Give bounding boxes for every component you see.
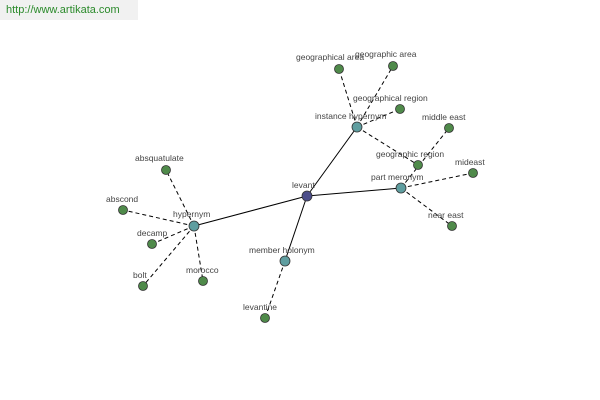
node-layer: levant instance hypernym part meronym hyper…: [106, 49, 485, 323]
edge-hypernym-decamp: [151, 225, 195, 245]
node-marker-mideast[interactable]: [468, 168, 478, 178]
node-label-instance-hypernym: instance hypernym: [315, 111, 386, 121]
node-label-mideast: mideast: [455, 157, 485, 167]
edge-hypernym-abscond: [122, 209, 195, 227]
edge-levant-hypernym: [193, 195, 308, 227]
node-middle-east[interactable]: middle east: [422, 112, 466, 133]
edge-levant-part-meronym: [306, 187, 402, 197]
edge-part-meronym-middle-east: [400, 127, 450, 189]
node-decamp[interactable]: decamp: [137, 228, 168, 249]
node-label-levant: levant: [292, 180, 315, 190]
node-marker-member-holonym[interactable]: [279, 255, 291, 267]
node-morocco[interactable]: morocco: [186, 265, 219, 286]
edge-instance-hypernym-geographical-region: [356, 108, 401, 128]
node-label-near-east: near east: [428, 210, 464, 220]
node-marker-decamp[interactable]: [147, 239, 157, 249]
node-label-geographical-area: geographical area: [296, 52, 364, 62]
node-geographical-area[interactable]: geographical area: [296, 52, 364, 74]
node-marker-near-east[interactable]: [447, 221, 457, 231]
node-geographical-region[interactable]: geographical region: [353, 93, 428, 114]
edge-hypernym-bolt: [142, 225, 195, 287]
node-marker-geographic-region[interactable]: [413, 160, 423, 170]
edge-part-meronym-near-east: [400, 187, 453, 227]
node-marker-absquatulate[interactable]: [161, 165, 171, 175]
node-label-geographical-region: geographical region: [353, 93, 428, 103]
edge-levant-instance-hypernym: [306, 126, 358, 197]
node-bolt[interactable]: bolt: [133, 270, 148, 291]
source-url-bar: http://www.artikata.com: [0, 0, 138, 20]
node-label-part-meronym: part meronym: [371, 172, 423, 182]
node-levant[interactable]: levant: [292, 180, 315, 202]
edge-member-holonym-levantine: [264, 260, 286, 319]
node-geographic-area[interactable]: geographic area: [355, 49, 417, 71]
node-marker-abscond[interactable]: [118, 205, 128, 215]
node-mideast[interactable]: mideast: [455, 157, 485, 178]
node-label-member-holonym: member holonym: [249, 245, 315, 255]
node-marker-geographical-region[interactable]: [395, 104, 405, 114]
edge-hypernym-absquatulate: [165, 169, 195, 227]
node-marker-bolt[interactable]: [138, 281, 148, 291]
node-marker-morocco[interactable]: [198, 276, 208, 286]
node-abscond[interactable]: abscond: [106, 194, 138, 215]
node-geographic-region[interactable]: geographic region: [376, 149, 444, 170]
node-label-levantine: levantine: [243, 302, 277, 312]
node-marker-geographical-area[interactable]: [334, 64, 344, 74]
node-label-geographic-area: geographic area: [355, 49, 417, 59]
edge-instance-hypernym-geographic-area: [356, 65, 394, 128]
edge-instance-hypernym-geographical-area: [338, 68, 358, 128]
node-hypernym[interactable]: hypernym: [173, 209, 210, 232]
node-instance-hypernym[interactable]: instance hypernym: [315, 111, 386, 133]
node-levantine[interactable]: levantine: [243, 302, 277, 323]
node-label-hypernym: hypernym: [173, 209, 210, 219]
node-marker-part-meronym[interactable]: [395, 182, 407, 194]
node-marker-levant[interactable]: [301, 190, 313, 202]
node-marker-middle-east[interactable]: [444, 123, 454, 133]
node-label-geographic-region: geographic region: [376, 149, 444, 159]
node-marker-levantine[interactable]: [260, 313, 270, 323]
edge-part-meronym-mideast: [400, 172, 474, 189]
node-label-middle-east: middle east: [422, 112, 466, 122]
node-near-east[interactable]: near east: [428, 210, 464, 231]
node-label-absquatulate: absquatulate: [135, 153, 184, 163]
node-label-bolt: bolt: [133, 270, 147, 280]
edge-hypernym-morocco: [193, 225, 204, 282]
node-member-holonym[interactable]: member holonym: [249, 245, 315, 267]
node-label-abscond: abscond: [106, 194, 138, 204]
edge-levant-member-holonym: [284, 195, 308, 262]
node-marker-instance-hypernym[interactable]: [351, 121, 363, 133]
node-label-morocco: morocco: [186, 265, 219, 275]
node-label-decamp: decamp: [137, 228, 168, 238]
node-marker-hypernym[interactable]: [188, 220, 200, 232]
edge-layer: [122, 65, 474, 319]
source-url[interactable]: http://www.artikata.com: [6, 4, 120, 16]
node-marker-geographic-area[interactable]: [388, 61, 398, 71]
edge-instance-hypernym-geographic-region: [356, 126, 419, 166]
node-absquatulate[interactable]: absquatulate: [135, 153, 184, 175]
node-part-meronym[interactable]: part meronym: [371, 172, 423, 194]
